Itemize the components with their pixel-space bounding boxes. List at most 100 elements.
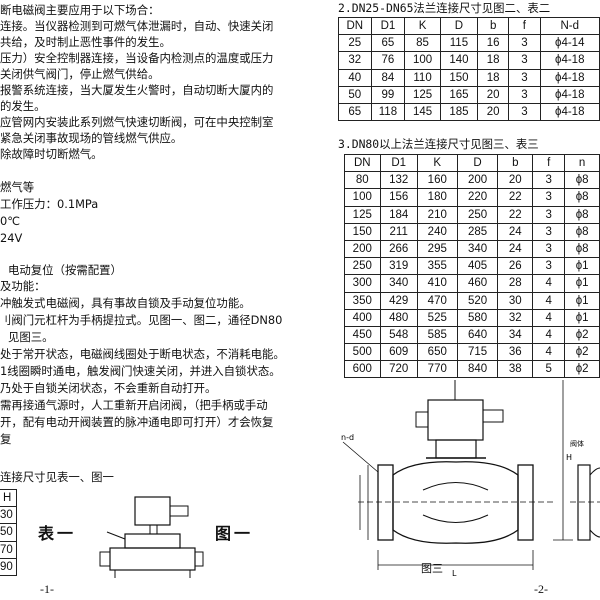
table-cell: 525 — [416, 308, 458, 327]
table-cell: ϕ1 — [564, 257, 600, 276]
table-cell: ϕ8 — [564, 171, 600, 190]
section-3-title: 3.DN80以上法兰连接尺寸见图三、表三 — [338, 137, 539, 151]
table-header-cell: K — [404, 16, 441, 36]
table-cell: 200 — [344, 239, 381, 259]
table-cell: 84 — [370, 68, 406, 87]
text-line: 0℃ — [0, 214, 21, 228]
table-cell: 70 — [0, 540, 17, 559]
text-line: 压力）安全控制器连接，当设备内检测点的温度或压力 — [0, 51, 274, 65]
table-cell: ϕ4-18 — [539, 102, 600, 122]
table-cell: 38 — [497, 360, 534, 379]
table-cell: 500 — [344, 343, 381, 362]
table-cell: 609 — [379, 343, 418, 362]
table-cell: 600 — [344, 360, 381, 379]
table-one-label: 表一 — [38, 524, 77, 543]
table-header-cell: f — [508, 16, 541, 36]
left-page: 断电磁阀主要应用于以下场合：连接。当仪器检测到可燃气体泄漏时，自动、快速关闭共给… — [0, 0, 292, 600]
table-cell: 4 — [532, 343, 566, 362]
table-cell: 16 — [477, 34, 510, 53]
table-cell: 3 — [532, 171, 566, 190]
table-cell: 720 — [379, 360, 418, 379]
table-cell: 4 — [532, 274, 566, 293]
text-line: 开，配有电动开阀装置的脉冲通电即可打开）才会恢复 — [0, 415, 274, 429]
figure-three-drawing: n-d H L 阀体 — [341, 380, 600, 578]
table-cell: 4 — [532, 291, 566, 310]
text-line: 24V — [0, 231, 23, 245]
table-cell: 3 — [532, 239, 566, 259]
table-cell: 520 — [456, 291, 499, 310]
table-cell: 4 — [532, 308, 566, 327]
table-cell: 650 — [416, 343, 458, 362]
table-cell: 50 — [338, 85, 372, 104]
text-line: 工作压力：0.1MPa — [0, 197, 99, 211]
footer-heading: 连接尺寸见表一、图一 — [0, 470, 114, 484]
table-cell: 340 — [379, 274, 418, 293]
table-cell: 30 — [497, 291, 534, 310]
table-cell: 480 — [379, 308, 418, 327]
table-cell: ϕ4-14 — [539, 34, 600, 53]
table-cell: 85 — [404, 34, 441, 53]
table-cell: 132 — [379, 171, 418, 190]
table-cell: 295 — [416, 239, 458, 259]
table-cell: 340 — [456, 239, 499, 259]
table-cell: 3 — [508, 68, 541, 87]
table-header-cell: K — [416, 153, 458, 173]
table-cell: ϕ4-18 — [539, 68, 600, 87]
table-cell: 22 — [497, 205, 534, 224]
text-line: 复 — [0, 432, 12, 446]
text-line: 见图三。 — [8, 330, 54, 344]
table-cell: 40 — [338, 68, 372, 87]
table-cell: 405 — [456, 257, 499, 276]
table-header-cell: f — [532, 153, 566, 173]
text-line: 电动复位（按需配置） — [8, 263, 122, 277]
table-cell: 28 — [497, 274, 534, 293]
text-line: 报警系统连接，当大厦发生火警时，自动切断大厦内的 — [0, 83, 274, 97]
table-cell: 319 — [379, 257, 418, 276]
table-cell: 211 — [379, 222, 418, 241]
table-cell: 115 — [439, 34, 479, 53]
table-cell: 25 — [338, 34, 372, 53]
valve-body-label: 阀体 — [570, 439, 584, 448]
text-line: 连接。当仪器检测到可燃气体泄漏时，自动、快速关闭 — [0, 19, 274, 33]
table-header-cell: n — [564, 153, 600, 173]
table-cell: 65 — [338, 102, 372, 122]
table-cell: 585 — [416, 325, 458, 345]
table-cell: 3 — [532, 222, 566, 241]
table-cell: ϕ2 — [564, 325, 600, 345]
table-cell: 3 — [508, 102, 541, 122]
text-line: 除故障时切断燃气。 — [0, 147, 103, 161]
table-cell: 840 — [456, 360, 499, 379]
hole-label: n-d — [341, 433, 354, 442]
table-cell: ϕ1 — [564, 291, 600, 310]
table-cell: 3 — [508, 85, 541, 104]
text-line: 应管网内安装此系列燃气快速切断阀，可在中央控制室 — [0, 115, 274, 129]
table-header-cell: D1 — [370, 16, 406, 36]
table-cell: 99 — [370, 85, 406, 104]
table-cell: 3 — [508, 51, 541, 70]
table-cell: ϕ1 — [564, 308, 600, 327]
table-cell: 50 — [0, 523, 17, 542]
table-cell: 140 — [439, 51, 479, 70]
table-cell: 20 — [477, 102, 510, 122]
table-header-cell: D — [439, 16, 479, 36]
table-cell: ϕ8 — [564, 222, 600, 241]
table-cell: 22 — [497, 188, 534, 207]
table-cell: ϕ8 — [564, 239, 600, 259]
table-cell: 30 — [0, 506, 17, 525]
figure-one-drawing — [99, 496, 204, 578]
table-cell: 200 — [456, 171, 499, 190]
